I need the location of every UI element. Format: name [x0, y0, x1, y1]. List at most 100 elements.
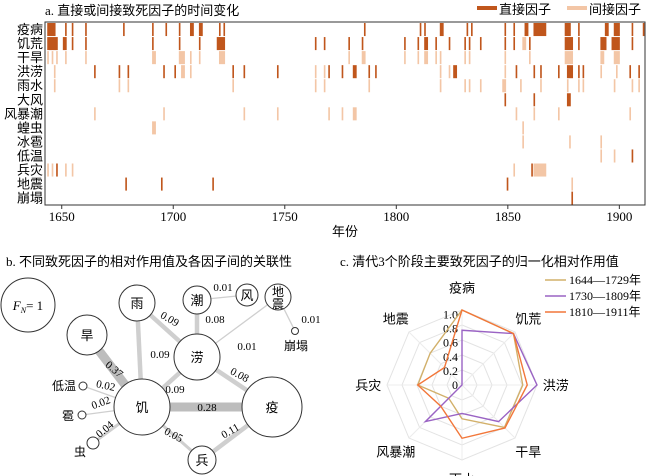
- direct-bar: [638, 65, 640, 79]
- direct-bar: [56, 163, 58, 177]
- indirect-bar: [468, 51, 471, 65]
- indirect-bar: [613, 149, 616, 163]
- indirect-bar: [198, 51, 201, 65]
- direct-bar: [504, 93, 507, 107]
- x-axis-label: 年份: [332, 224, 358, 239]
- x-tick-label: 1900: [606, 209, 632, 224]
- row-label: 疫病: [17, 22, 43, 37]
- indirect-bar: [232, 79, 234, 93]
- direct-bar: [631, 23, 634, 37]
- direct-bar: [604, 23, 609, 37]
- direct-bar: [529, 37, 531, 51]
- indirect-bar: [629, 107, 632, 121]
- direct-bar: [174, 65, 176, 79]
- indirect-bar: [276, 107, 279, 121]
- indirect-bar: [540, 79, 542, 93]
- direct-bar: [471, 23, 473, 37]
- indirect-bar: [600, 149, 603, 163]
- direct-bar: [348, 37, 350, 51]
- direct-bar: [198, 37, 201, 51]
- node-flood: [173, 333, 221, 381]
- legend-label: 1730—1809年: [569, 289, 641, 303]
- direct-bar: [47, 37, 58, 51]
- direct-bar: [533, 93, 536, 107]
- indirect-bar: [94, 107, 96, 121]
- axis-label: 洪涝: [543, 378, 569, 393]
- indirect-bar: [152, 51, 156, 65]
- direct-bar: [71, 23, 74, 37]
- node-insect: [86, 436, 100, 450]
- edge-label: 0.09: [165, 384, 185, 396]
- indirect-bar: [127, 79, 130, 93]
- indirect-bar: [515, 107, 518, 121]
- row-label: 崩塌: [17, 191, 43, 206]
- direct-bar: [629, 65, 632, 79]
- direct-bar: [232, 65, 234, 79]
- direct-bar: [85, 37, 87, 51]
- indirect-bar: [439, 65, 442, 79]
- axis-label: 雨水: [449, 472, 475, 476]
- indirect-bar: [361, 51, 366, 65]
- node-cold: [78, 381, 88, 391]
- node-tide: [182, 285, 212, 315]
- direct-bar: [631, 37, 634, 51]
- edge-label: 0.09: [150, 349, 170, 361]
- node-label: 震: [272, 297, 284, 311]
- axis-label: 疫病: [449, 280, 475, 295]
- plot-frame: [44, 21, 646, 206]
- direct-bar: [533, 23, 547, 37]
- indirect-bar: [404, 51, 406, 65]
- direct-bar: [198, 23, 203, 37]
- indirect-bar: [571, 177, 574, 191]
- direct-bar: [435, 37, 437, 51]
- row-label: 干旱: [17, 50, 43, 65]
- direct-bar: [540, 65, 542, 79]
- direct-bar: [361, 37, 364, 51]
- direct-bar: [564, 37, 574, 51]
- indirect-bar: [47, 51, 49, 65]
- node-label: 疫: [265, 400, 278, 415]
- direct-bar: [223, 23, 226, 37]
- node-label: 涝: [190, 350, 203, 365]
- indirect-bar: [163, 107, 165, 121]
- indirect-bar: [51, 163, 54, 177]
- panel-b-title: b. 不同致死因子的相对作用值及各因子间的关联性: [6, 254, 292, 269]
- indirect-bar: [439, 79, 442, 93]
- legend-label: 1644—1729年: [569, 273, 641, 287]
- node-travel: [66, 314, 108, 356]
- direct-bar: [125, 177, 127, 191]
- direct-bar: [178, 23, 181, 37]
- direct-bar: [578, 65, 580, 79]
- direct-bar: [504, 23, 507, 37]
- node-label: 旱: [80, 328, 93, 343]
- direct-bar: [582, 65, 585, 79]
- edge-label: 0.08: [205, 314, 225, 326]
- direct-bar: [566, 93, 571, 107]
- direct-bar: [533, 65, 536, 79]
- direct-bar: [424, 37, 429, 51]
- indirect-bar: [468, 79, 471, 93]
- node-rain: [118, 284, 156, 322]
- direct-bar: [189, 23, 194, 37]
- indirect-bar: [502, 79, 507, 93]
- indirect-bar: [118, 79, 121, 93]
- node-label: 低温: [52, 379, 76, 393]
- direct-bar: [118, 65, 121, 79]
- node-famine: [113, 378, 171, 436]
- direct-bar: [212, 177, 214, 191]
- indirect-bar: [368, 79, 371, 93]
- indirect-bar: [513, 163, 516, 177]
- direct-bar: [613, 23, 620, 37]
- node-collapse: [291, 327, 299, 335]
- direct-bar: [368, 65, 371, 79]
- direct-bar: [419, 23, 422, 37]
- r-tick-label: 0: [452, 378, 458, 392]
- panel-a-title: a. 直接或间接致死因子的时间变化: [45, 3, 239, 18]
- edge-label: 0.01: [213, 282, 232, 294]
- indirect-bar: [435, 51, 437, 65]
- row-label: 风暴潮: [4, 106, 43, 121]
- indirect-bar: [578, 79, 580, 93]
- indirect-bar: [424, 51, 429, 65]
- direct-bar: [464, 37, 466, 51]
